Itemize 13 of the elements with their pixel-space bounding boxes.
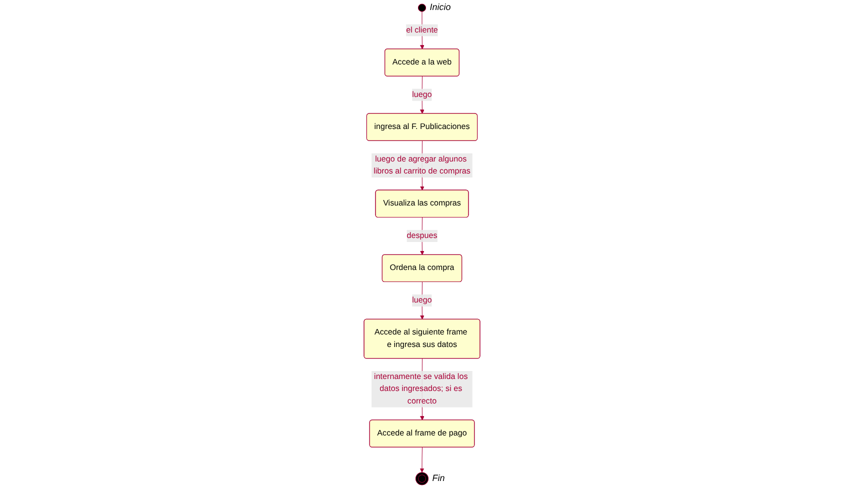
edge-label: luego de agregar algunos libros al carrito de compras [374, 154, 470, 176]
arrow [420, 447, 424, 473]
arrow [420, 76, 424, 114]
arrow [420, 282, 424, 320]
node-circle [418, 4, 426, 12]
edge-label: despues [406, 231, 438, 240]
edge-label: luego [412, 296, 432, 304]
edge-label: el cliente [406, 26, 438, 34]
state-name-label: Inicio [430, 3, 451, 12]
state-name-label: Fin [432, 474, 445, 484]
edge-label: luego [412, 90, 432, 99]
edge-label: internamente se valida los datos ingresados; si es correcto [374, 372, 468, 406]
node-circle [415, 472, 429, 486]
